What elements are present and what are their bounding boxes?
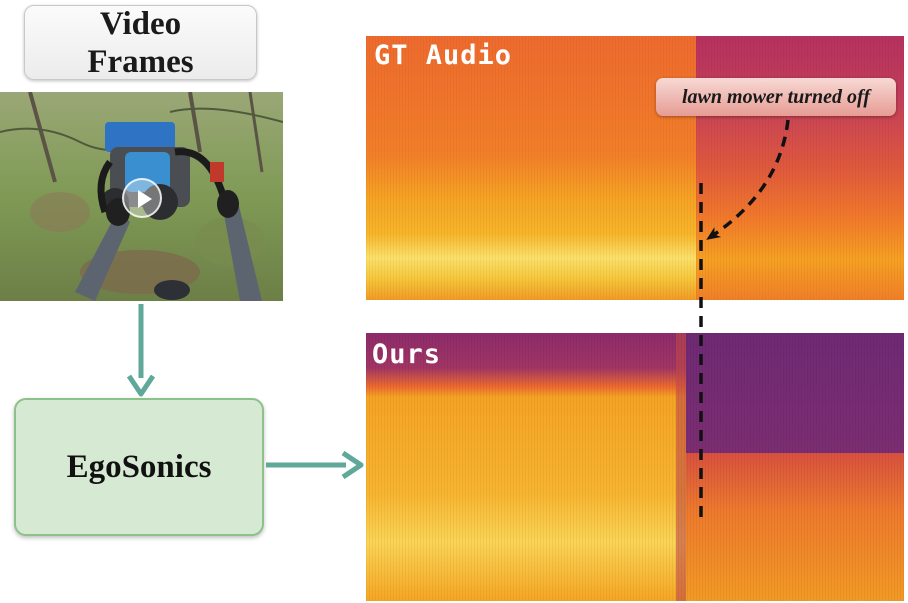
- egosonics-label: EgoSonics: [66, 448, 212, 485]
- lawn-mower-scene-image: [0, 92, 283, 301]
- annotation-text: lawn mower turned off: [682, 85, 870, 108]
- video-frames-label: Video Frames: [87, 5, 194, 80]
- gt-audio-title: GT Audio: [374, 40, 513, 71]
- ours-title: Ours: [372, 339, 442, 370]
- video-frames-label-box: Video Frames: [24, 5, 257, 80]
- arrow-model-to-output: [266, 450, 364, 480]
- egosonics-model-box: EgoSonics: [14, 398, 264, 536]
- ours-spectrogram: [366, 333, 904, 601]
- play-icon[interactable]: [122, 178, 162, 218]
- arrow-frames-to-model: [126, 304, 156, 397]
- video-frame-thumbnail: [0, 92, 283, 301]
- gt-audio-spectrogram: [366, 36, 904, 300]
- annotation-callout: lawn mower turned off: [656, 78, 896, 116]
